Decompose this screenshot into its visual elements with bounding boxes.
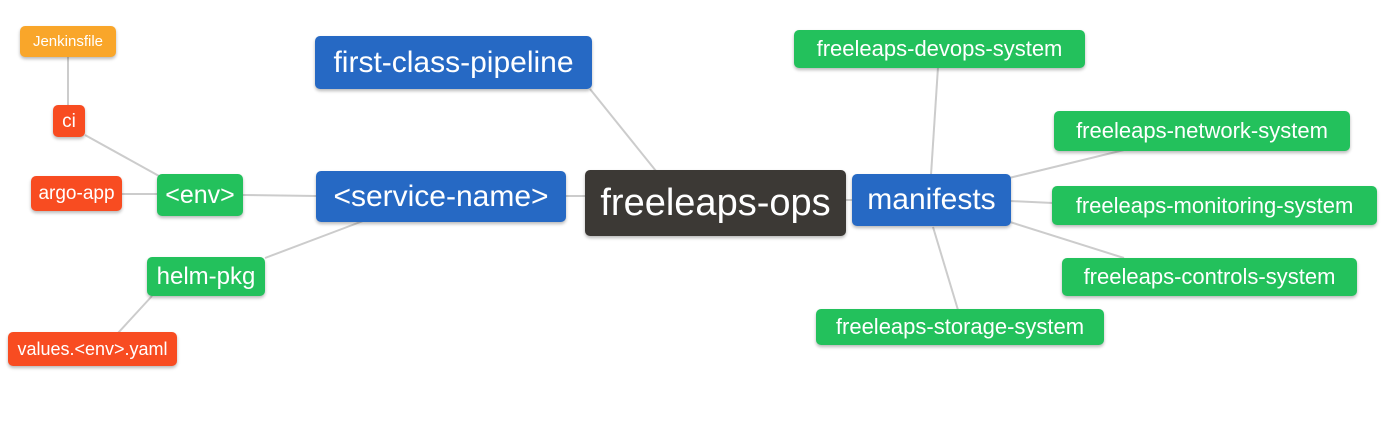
node-label: <env> (165, 180, 235, 209)
node-storage-system[interactable]: freeleaps-storage-system (816, 309, 1104, 345)
node-label: freeleaps-controls-system (1083, 264, 1336, 289)
edge-env-service-name (242, 194, 318, 197)
node-label: freeleaps-network-system (1076, 118, 1328, 143)
node-values-yaml[interactable]: values.<env>.yaml (8, 332, 177, 366)
node-label: freeleaps-monitoring-system (1075, 192, 1354, 218)
edge-manifests-controls-system (1009, 221, 1125, 259)
node-helm-pkg[interactable]: helm-pkg (147, 257, 265, 296)
node-label: values.<env>.yaml (17, 339, 168, 359)
node-label: first-class-pipeline (333, 45, 574, 79)
node-devops-system[interactable]: freeleaps-devops-system (794, 30, 1085, 68)
node-label: ci (62, 110, 76, 132)
node-service-name[interactable]: <service-name> (316, 171, 566, 222)
node-label: freeleaps-ops (600, 182, 831, 224)
edge-manifests-devops-system (930, 66, 939, 176)
edge-manifests-storage-system (932, 226, 959, 311)
node-env[interactable]: <env> (157, 174, 243, 216)
node-label: Jenkinsfile (32, 33, 104, 50)
node-label: <service-name> (333, 179, 549, 213)
edge-manifests-network-system (1008, 149, 1125, 179)
edge-manifests-monitoring-system (1009, 200, 1054, 204)
node-controls-system[interactable]: freeleaps-controls-system (1062, 258, 1357, 296)
node-label: manifests (867, 183, 996, 216)
edge-ci-env (84, 134, 160, 177)
node-label: freeleaps-devops-system (816, 36, 1063, 61)
edge-first-class-pipeline-freeleaps-ops (589, 88, 657, 172)
node-first-class-pipeline[interactable]: first-class-pipeline (315, 36, 592, 89)
node-freeleaps-ops[interactable]: freeleaps-ops (585, 170, 846, 236)
node-jenkinsfile[interactable]: Jenkinsfile (20, 26, 116, 57)
edge-helm-pkg-values-yaml (117, 295, 153, 334)
node-label: argo-app (38, 183, 115, 204)
edge-service-name-helm-pkg (264, 220, 364, 259)
node-manifests[interactable]: manifests (852, 174, 1011, 226)
node-ci[interactable]: ci (53, 105, 85, 137)
node-label: freeleaps-storage-system (835, 314, 1085, 339)
node-label: helm-pkg (156, 262, 256, 290)
node-monitoring-system[interactable]: freeleaps-monitoring-system (1052, 186, 1377, 225)
node-argo-app[interactable]: argo-app (31, 176, 122, 211)
node-network-system[interactable]: freeleaps-network-system (1054, 111, 1350, 151)
